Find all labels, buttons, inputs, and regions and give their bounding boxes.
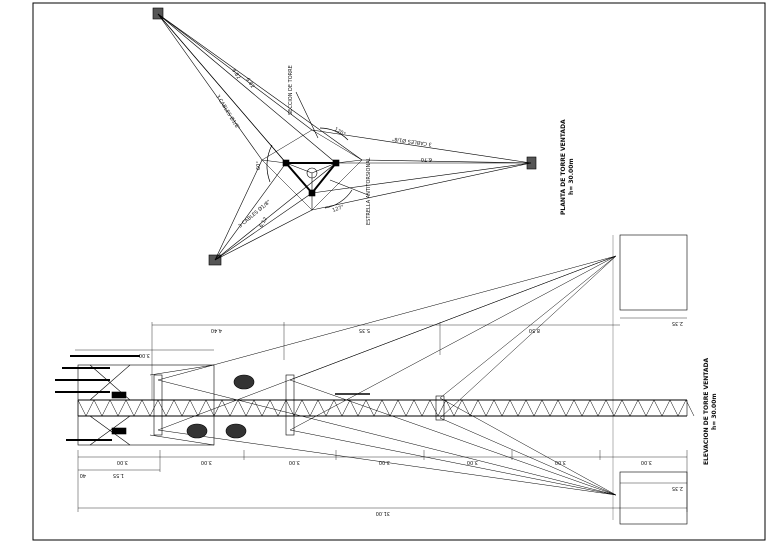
- dim-bottom-5: 3.00: [467, 459, 478, 465]
- dish-3: [225, 423, 247, 439]
- dimensions-top: [75, 317, 687, 484]
- dim-anchor-bottom: 2.35: [672, 485, 683, 491]
- dimensions-bottom: [77, 450, 688, 512]
- anchor-block-top: [619, 234, 688, 311]
- dish-2: [186, 423, 208, 439]
- plan-subtitle: h= 30.00m: [568, 158, 575, 195]
- dim-anchor-top: 2.35: [672, 320, 683, 326]
- anchor-top: [152, 7, 164, 20]
- dim-small-2: 40: [80, 472, 86, 478]
- dim-bottom-1: 3.00: [117, 459, 128, 465]
- elevation-subtitle: h= 30.00m: [711, 393, 718, 430]
- label-angle-left: 60°: [256, 161, 262, 170]
- anchor-block-bottom: [619, 471, 688, 525]
- label-dist-top-a: 8.82: [230, 68, 241, 81]
- label-dist-left: 6.12: [258, 216, 269, 229]
- plan-labels: 8.82 6.82 3 CABLES Ø1/8" 6.70 3 CABLES Ø…: [214, 65, 575, 229]
- dim-top-1: 4.40: [211, 327, 222, 333]
- dim-top-left: 3.00: [139, 352, 150, 358]
- elevation-view: [55, 234, 695, 525]
- dish-1: [233, 374, 255, 390]
- guy-cables-top: [157, 13, 363, 194]
- dim-total: 31.00: [376, 510, 390, 516]
- dim-bottom-7: 3.00: [641, 459, 652, 465]
- plan-view: [152, 7, 537, 266]
- elev-guy-cables-top: [157, 255, 617, 431]
- dim-bottom-4: 3.00: [379, 459, 390, 465]
- guy-cables-right: [311, 129, 532, 211]
- dim-top-3: 8.50: [529, 327, 540, 333]
- label-estrella: ESTRELLA ANTITORSIONAL: [366, 157, 372, 225]
- guy-cables-left: [214, 159, 337, 261]
- dim-bottom-6: 3.00: [555, 459, 566, 465]
- dim-bottom-2: 3.00: [201, 459, 212, 465]
- elevation-title: ELEVACION DE TORRE VENTADA: [703, 357, 710, 465]
- label-cables-top: 3 CABLES Ø1/8": [214, 93, 241, 131]
- antenna-platform: [55, 355, 215, 446]
- label-seccion: SECCION DE TORRE: [288, 65, 294, 115]
- label-dist-top-b: 6.82: [244, 77, 255, 90]
- label-angle-bottom: 127°: [332, 204, 346, 214]
- label-cables-right: 3 CABLES Ø1/8": [392, 135, 433, 148]
- label-angle-top: 120°: [333, 127, 347, 138]
- label-dist-right: 6.70: [421, 156, 432, 162]
- elevation-labels: 4.40 5.35 8.50 3.00 2.35 2.35 3.00 3.00 …: [80, 320, 718, 516]
- plan-title: PLANTA DE TORRE VENTADA: [560, 119, 567, 215]
- sheet-border: [32, 2, 766, 541]
- elev-guy-cables-bottom: [157, 379, 617, 496]
- dim-top-2: 5.35: [359, 327, 370, 333]
- dim-small-1: 1.55: [113, 472, 124, 478]
- dim-bottom-3: 3.00: [289, 459, 300, 465]
